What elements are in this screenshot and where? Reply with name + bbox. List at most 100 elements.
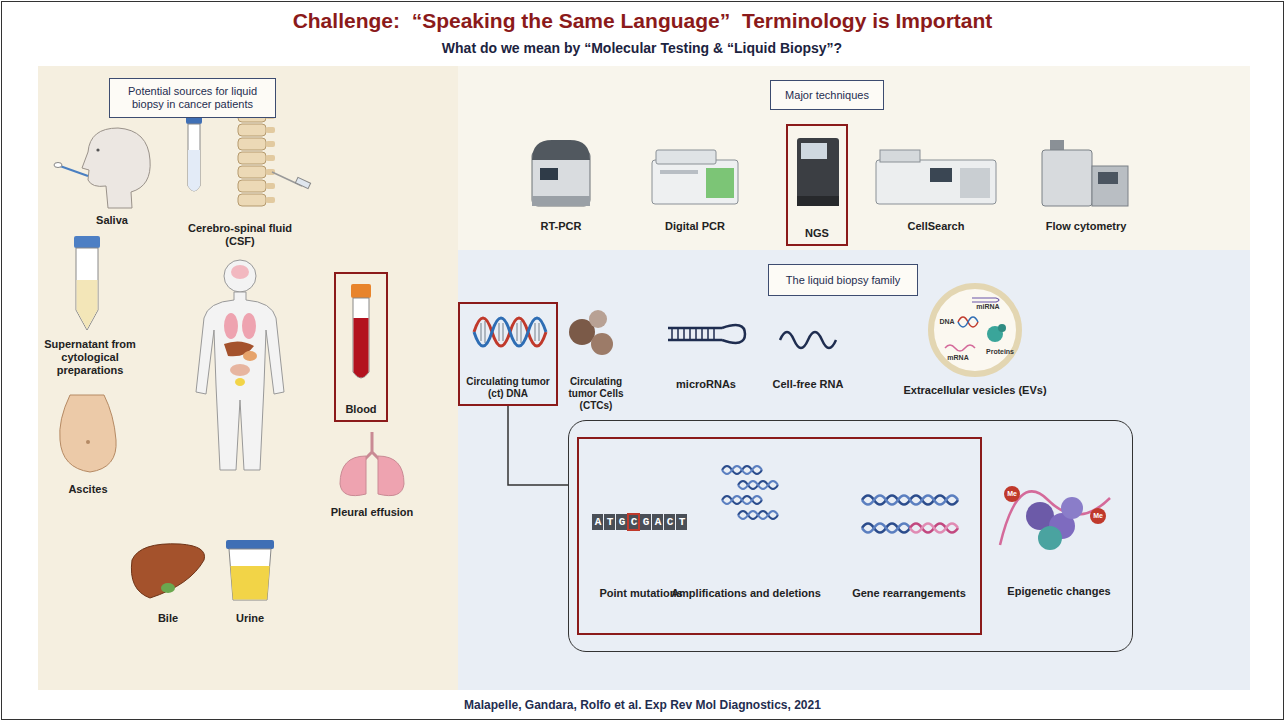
rearrangement-helices — [862, 524, 958, 533]
spine-icon — [295, 177, 310, 188]
ctdna-helix-icon — [480, 323, 482, 341]
blood-tube-icon — [354, 318, 369, 378]
human-body-icon — [196, 292, 284, 470]
ctdna-helix-icon — [484, 321, 486, 343]
flow-cytometer-instrument — [1042, 140, 1128, 206]
spine-icon — [238, 194, 266, 206]
background-panels — [458, 66, 1250, 250]
rearrangement-helices — [862, 496, 958, 505]
extracellular-vesicle-icon — [998, 324, 1006, 332]
digital-pcr-instrument — [660, 170, 698, 174]
spine-icon — [266, 141, 275, 147]
source-label: Bile — [138, 612, 198, 625]
supernatant-tube-icon — [77, 280, 98, 329]
analyte-label: Circulating tumor Cells (CTCs) — [558, 376, 634, 412]
human-body-icon — [243, 351, 257, 361]
rearrangement-helices — [910, 524, 958, 533]
section-header-box: Major techniques — [770, 80, 884, 110]
technique-label: CellSearch — [881, 220, 991, 233]
spine-icon — [266, 183, 275, 189]
liver-icon — [131, 544, 204, 598]
human-body-icon — [224, 260, 256, 292]
technique-label: Flow cytometry — [1031, 220, 1141, 233]
extracellular-vesicle-icon — [931, 286, 1019, 374]
extracellular-vesicle-icon — [958, 317, 978, 327]
spine-icon — [238, 124, 266, 136]
vesicle-content-label: mRNA — [943, 354, 973, 362]
urine-cup-icon — [226, 540, 274, 549]
digital-pcr-instrument — [706, 168, 734, 198]
microrna-icon — [672, 328, 714, 340]
spine-icon — [238, 180, 266, 192]
amplification-helices — [722, 466, 762, 474]
ascites-abdomen-icon — [60, 395, 116, 472]
ctdna-helix-icon — [474, 318, 546, 346]
technique-label: Digital PCR — [645, 220, 745, 233]
blood-tube-icon — [353, 298, 369, 378]
csf-tube-icon — [188, 150, 200, 191]
flow-cytometer-instrument — [1098, 172, 1118, 184]
epigenetic-nucleosome-icon — [1000, 486, 1110, 550]
ctdna-helix-icon — [474, 318, 546, 346]
cell-free-rna-icon — [780, 332, 836, 348]
methyl-mark: Me — [1090, 512, 1106, 520]
cellsearch-instrument — [876, 150, 996, 204]
background-panels — [38, 66, 458, 690]
node-text: Circulating tumor (ct) DNA — [463, 376, 553, 400]
vesicle-content-label: Proteins — [980, 348, 1020, 356]
extracellular-vesicle-icon — [972, 298, 999, 302]
ctdna-helix-icon — [498, 323, 500, 341]
background-panels — [458, 250, 1250, 690]
spine-icon — [238, 138, 266, 150]
cellsearch-instrument — [876, 160, 996, 204]
ctdna-helix-icon — [516, 323, 518, 341]
highlight-box: Circulating tumor (ct) DNA — [458, 302, 558, 406]
sequence-letters: ATGCGACT — [595, 514, 695, 530]
liver-icon — [131, 544, 204, 598]
source-label: Pleural effusion — [317, 506, 427, 519]
supernatant-tube-icon — [74, 236, 100, 330]
ngs-instrument — [797, 196, 839, 206]
node-text: Gene rearrangements — [844, 587, 974, 600]
lungs-icon — [378, 456, 404, 496]
rt-pcr-instrument — [532, 140, 590, 206]
amplification-helices — [738, 481, 778, 489]
rearrangement-helices — [862, 496, 958, 505]
supernatant-tube-icon — [76, 248, 98, 330]
highlight-box: Blood — [334, 272, 388, 422]
source-label: Urine — [220, 612, 280, 625]
ascites-abdomen-icon — [60, 395, 116, 472]
amplification-helices — [738, 511, 778, 519]
saliva-head-icon — [60, 166, 88, 176]
saliva-head-icon — [96, 148, 99, 151]
spine-icon — [266, 197, 275, 203]
cellsearch-instrument — [930, 168, 952, 182]
highlight-box: NGS — [786, 124, 848, 246]
ctdna-helix-icon — [538, 323, 540, 341]
saliva-head-icon — [54, 163, 62, 168]
urine-cup-icon — [229, 549, 271, 600]
extracellular-vesicle-icon — [958, 317, 978, 327]
microrna-icon — [668, 325, 745, 343]
ctdna-helix-icon — [534, 323, 536, 341]
digital-pcr-instrument — [652, 150, 738, 204]
ctc-cells-icon — [591, 333, 613, 355]
epigenetic-nucleosome-icon — [1004, 486, 1020, 502]
spine-icon — [238, 110, 311, 206]
digital-pcr-instrument — [652, 160, 738, 204]
connector-line — [508, 406, 568, 485]
spine-icon — [266, 155, 275, 161]
digital-pcr-instrument — [656, 150, 716, 164]
blood-tube-icon — [351, 284, 371, 298]
node-text: NGS — [805, 227, 829, 240]
amplification-helices — [722, 466, 778, 519]
node-text: Amplifications and deletions — [661, 587, 831, 600]
extracellular-vesicle-icon — [945, 345, 975, 351]
node-text: Blood — [345, 403, 376, 416]
cellsearch-instrument — [960, 168, 990, 198]
human-body-icon — [230, 364, 250, 376]
ctc-cells-icon — [589, 310, 607, 328]
slide-title: Challenge: “Speaking the Same Language” … — [0, 8, 1285, 33]
ctc-cells-icon — [569, 310, 613, 355]
node-text: Major techniques — [785, 89, 869, 102]
